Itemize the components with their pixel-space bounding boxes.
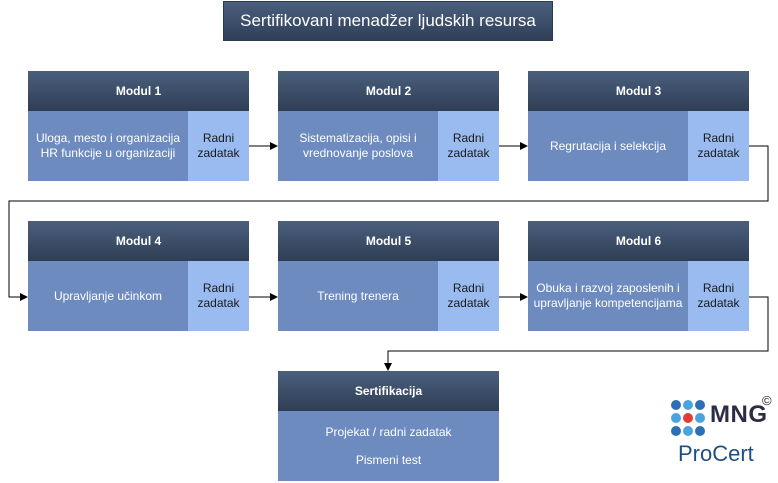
certification-box: Sertifikacija Projekat / radni zadatak P… [278,371,499,481]
diagram-title: Sertifikovani menadžer ljudskih resursa [223,1,553,41]
logo-dots-icon [671,400,705,436]
module-6-header: Modul 6 [528,221,749,261]
module-6: Modul 6 Obuka i razvoj zaposlenih i upra… [528,221,749,331]
module-1-header: Modul 1 [28,71,249,111]
module-5: Modul 5 Trening trenera Radni zadatak [278,221,499,331]
arrow-6-to-cert [384,296,769,371]
module-2-task: Radni zadatak [438,111,499,181]
certification-item-test: Pismeni test [355,453,422,467]
logo-mng-text: MNG [710,401,768,428]
module-6-description: Obuka i razvoj zaposlenih i upravljanje … [528,261,688,331]
module-1: Modul 1 Uloga, mesto i organizacija HR f… [28,71,249,181]
module-4-header: Modul 4 [28,221,249,261]
module-4-description: Upravljanje učinkom [28,261,188,331]
mng-procert-logo: MNG © ProCert [668,393,776,473]
module-3-description: Regrutacija i selekcija [528,111,688,181]
module-2: Modul 2 Sistematizacija, opisi i vrednov… [278,71,499,181]
module-4-task: Radni zadatak [188,261,249,331]
logo-procert-text: ProCert [678,441,754,466]
module-2-header: Modul 2 [278,71,499,111]
module-5-description: Trening trenera [278,261,438,331]
module-3-task: Radni zadatak [688,111,749,181]
module-5-task: Radni zadatak [438,261,499,331]
module-1-task: Radni zadatak [188,111,249,181]
certification-header: Sertifikacija [278,371,499,411]
module-5-header: Modul 5 [278,221,499,261]
logo-copyright: © [762,393,772,408]
module-2-description: Sistematizacija, opisi i vrednovanje pos… [278,111,438,181]
arrow-3-to-4 [8,145,769,301]
module-1-description: Uloga, mesto i organizacija HR funkcije … [28,111,188,181]
module-4: Modul 4 Upravljanje učinkom Radni zadata… [28,221,249,331]
module-3-header: Modul 3 [528,71,749,111]
module-3: Modul 3 Regrutacija i selekcija Radni za… [528,71,749,181]
certification-item-project: Projekat / radni zadatak [325,425,452,439]
module-6-task: Radni zadatak [688,261,749,331]
